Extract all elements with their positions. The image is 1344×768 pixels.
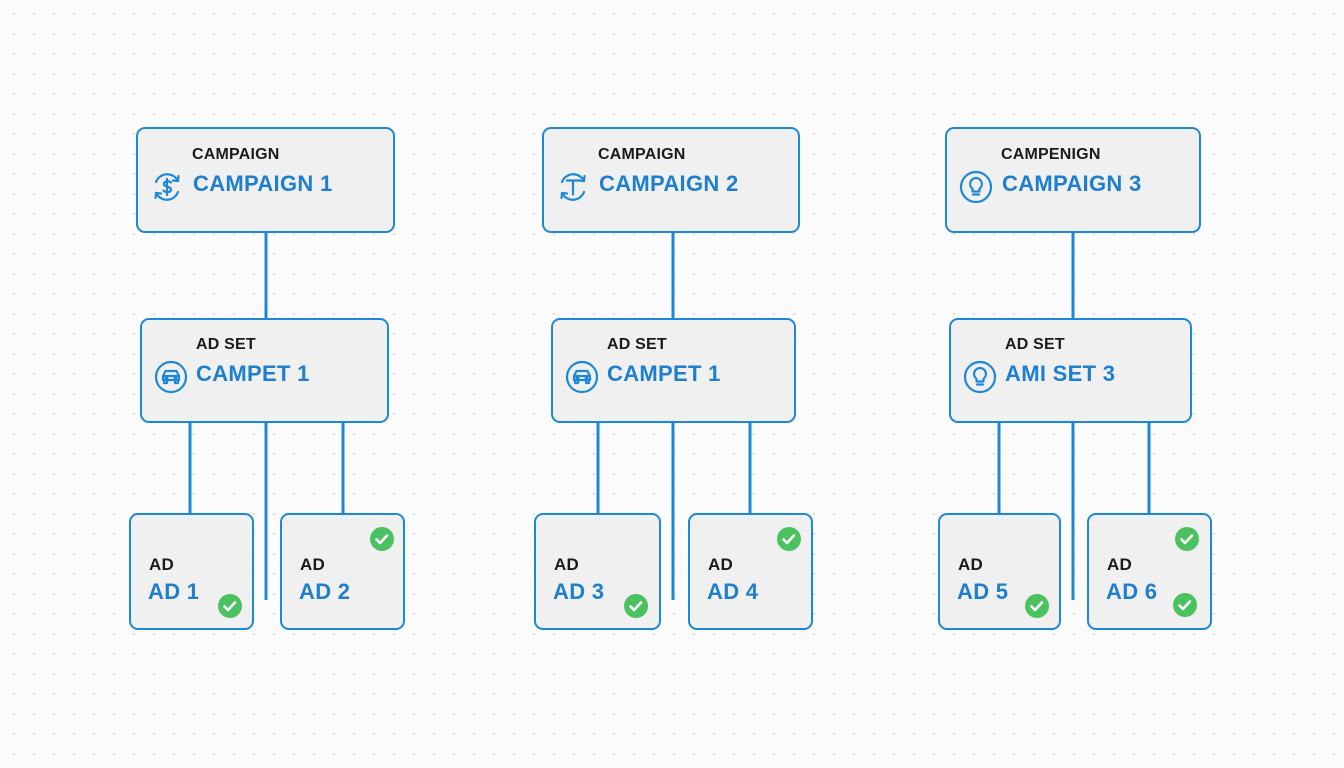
- car-icon: [565, 360, 599, 394]
- node-type-label: AD SET: [196, 336, 256, 353]
- lightbulb-icon: [963, 360, 997, 394]
- node-type-label: AD: [149, 555, 174, 574]
- check-icon: [1172, 592, 1198, 618]
- campaign-name: CAMPAIGN 2: [599, 171, 739, 196]
- check-icon: [217, 593, 243, 619]
- node-type-label: AD: [300, 555, 325, 574]
- campaign-node[interactable]: CAMPENIGN CAMPAIGN 3: [945, 127, 1201, 233]
- campaign-name: CAMPAIGN 3: [1002, 171, 1142, 196]
- ad-set-node[interactable]: AD SET CAMPET 1: [551, 318, 796, 423]
- ad-name: AD 6: [1106, 579, 1158, 604]
- ad-card[interactable]: AD AD 1: [129, 513, 254, 630]
- ad-name: AD 3: [553, 579, 605, 604]
- car-icon: [154, 360, 188, 394]
- node-type-label: CAMPENIGN: [1001, 146, 1101, 163]
- check-icon: [369, 526, 395, 552]
- node-type-label: AD: [1107, 555, 1132, 574]
- campaign-name: CAMPAIGN 1: [193, 171, 333, 196]
- ad-name: AD 4: [707, 579, 759, 604]
- ad-card[interactable]: AD AD 2: [280, 513, 405, 630]
- node-type-label: CAMPAIGN: [598, 146, 686, 163]
- ad-name: AD 1: [148, 579, 200, 604]
- node-type-label: AD SET: [1005, 336, 1065, 353]
- node-type-label: AD: [958, 555, 983, 574]
- ad-card[interactable]: AD AD 6: [1087, 513, 1212, 630]
- check-icon: [623, 593, 649, 619]
- campaign-node[interactable]: CAMPAIGN CAMPAIGN 1: [136, 127, 395, 233]
- ad-name: AD 5: [957, 579, 1009, 604]
- ad-set-node[interactable]: AD SET AMI SET 3: [949, 318, 1192, 423]
- ad-set-name: AMI SET 3: [1005, 361, 1116, 386]
- ad-set-name: CAMPET 1: [607, 361, 721, 386]
- dollar-cycle-icon: [150, 170, 184, 204]
- node-type-label: AD: [708, 555, 733, 574]
- check-icon: [1024, 593, 1050, 619]
- ad-card[interactable]: AD AD 4: [688, 513, 813, 630]
- node-type-label: AD: [554, 555, 579, 574]
- campaign-node[interactable]: CAMPAIGN CAMPAIGN 2: [542, 127, 800, 233]
- node-type-label: CAMPAIGN: [192, 146, 280, 163]
- check-icon: [776, 526, 802, 552]
- target-cycle-icon: [556, 170, 590, 204]
- ad-set-node[interactable]: AD SET CAMPET 1: [140, 318, 389, 423]
- ad-name: AD 2: [299, 579, 351, 604]
- node-type-label: AD SET: [607, 336, 667, 353]
- ad-set-name: CAMPET 1: [196, 361, 310, 386]
- ad-card[interactable]: AD AD 3: [534, 513, 661, 630]
- lightbulb-icon: [959, 170, 993, 204]
- check-icon: [1174, 526, 1200, 552]
- ad-card[interactable]: AD AD 5: [938, 513, 1061, 630]
